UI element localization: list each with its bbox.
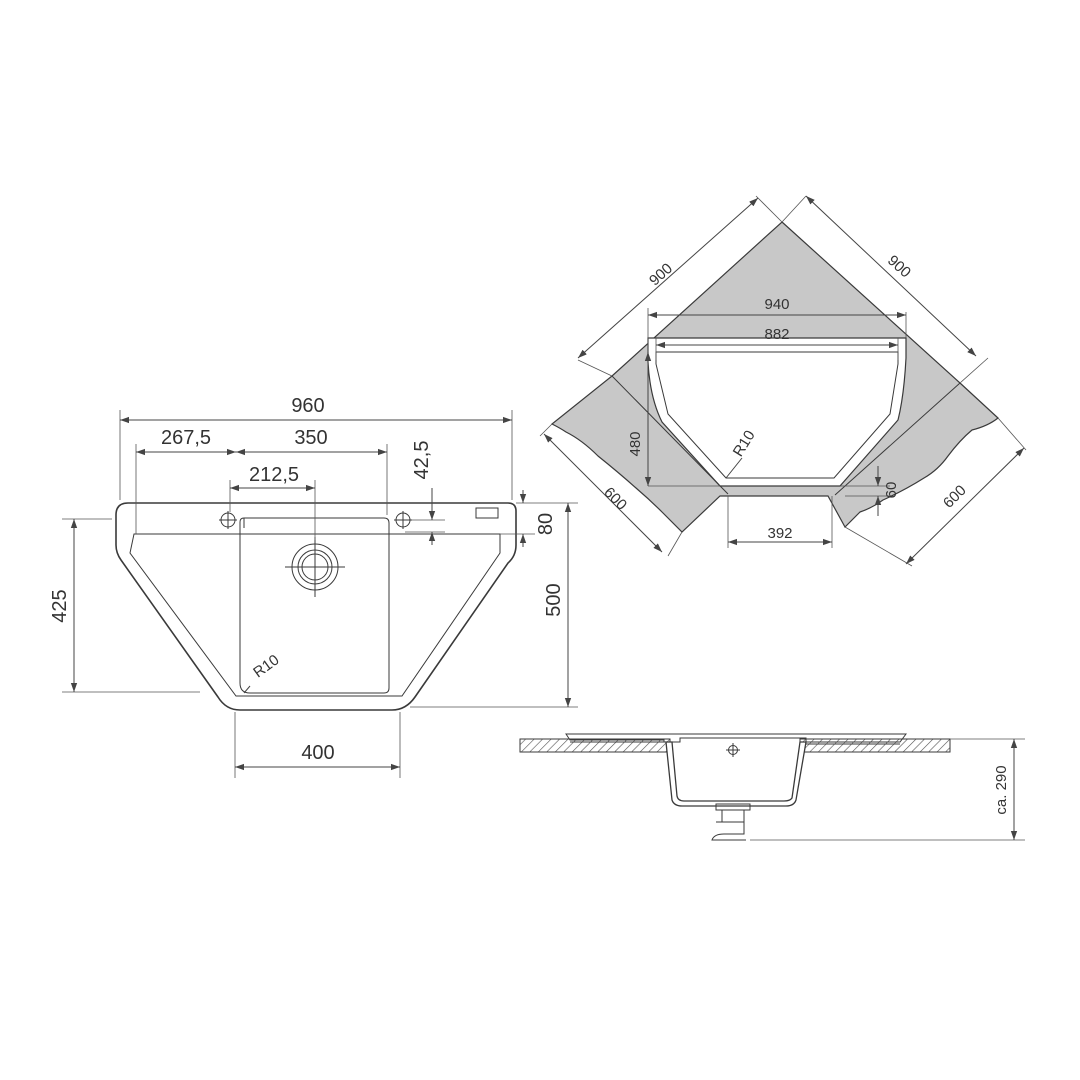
dim-front-width: 400 bbox=[301, 742, 334, 764]
dim-edge-depth: 80 bbox=[535, 513, 557, 535]
drain bbox=[285, 537, 345, 597]
tap-hole-section bbox=[726, 743, 740, 757]
dim-section-depth: ca. 290 bbox=[993, 765, 1010, 814]
dim-front-width: 392 bbox=[767, 525, 792, 542]
dim-cutout-depth: 480 bbox=[627, 431, 644, 456]
dim-cutout-outer: 940 bbox=[764, 296, 789, 313]
cabinet-view: 900 900 940 882 480 R10 60 392 600 600 bbox=[539, 195, 1027, 567]
overflow-slot bbox=[475, 507, 499, 519]
dim-bowl-width: 350 bbox=[294, 427, 327, 449]
bowl-outline bbox=[239, 517, 390, 694]
dim-cabinet-right: 600 bbox=[940, 482, 970, 512]
dim-overall-width: 960 bbox=[291, 395, 324, 417]
dim-left-offset: 267,5 bbox=[161, 427, 211, 449]
dim-front-offset: 60 bbox=[883, 482, 900, 499]
tap-hole-left bbox=[219, 511, 237, 529]
drain-assembly bbox=[711, 803, 751, 841]
dim-wall-left: 900 bbox=[646, 260, 676, 289]
dim-cutout-inner: 882 bbox=[764, 326, 789, 343]
dim-wall-right: 900 bbox=[884, 252, 914, 281]
sink-outline bbox=[115, 502, 517, 711]
dim-cabinet-left: 600 bbox=[600, 484, 630, 514]
section-view: ca. 290 bbox=[519, 733, 1025, 841]
sink-rim-section bbox=[565, 733, 907, 743]
dim-left-height: 425 bbox=[49, 589, 71, 622]
dim-tap-hole-offset: 42,5 bbox=[411, 441, 433, 480]
dim-total-height: 500 bbox=[543, 583, 565, 616]
top-view: 960 267,5 350 212,5 42,5 80 425 500 400 … bbox=[49, 395, 578, 778]
bowl-section bbox=[665, 741, 807, 807]
countertop-left bbox=[519, 738, 671, 753]
tap-hole-right bbox=[394, 511, 412, 529]
dim-drain-offset: 212,5 bbox=[249, 464, 299, 486]
countertop-right bbox=[799, 738, 951, 753]
